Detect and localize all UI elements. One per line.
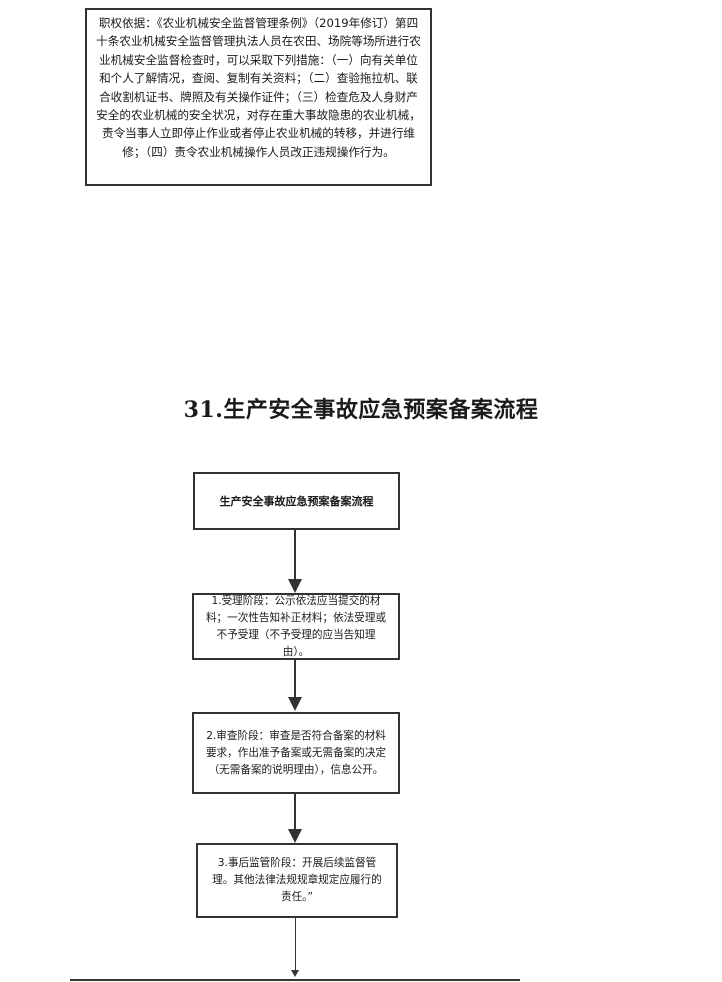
arrow-1-head bbox=[288, 579, 302, 593]
legal-basis-box: 职权依据：《农业机械安全监督管理条例》（2019年修订）第四十条农业机械安全监督… bbox=[85, 8, 432, 186]
flow-step-review-text: 2.审查阶段：审查是否符合备案的材料要求，作出准予备案或无需备案的决定（无需备案… bbox=[205, 729, 387, 776]
arrow-2-head bbox=[288, 697, 302, 711]
legal-basis-text: 职权依据：《农业机械安全监督管理条例》（2019年修订）第四十条农业机械安全监督… bbox=[96, 16, 421, 159]
arrow-1-line bbox=[294, 530, 296, 582]
flow-start-node: 生产安全事故应急预案备案流程 bbox=[193, 472, 400, 530]
arrow-2-line bbox=[294, 660, 296, 700]
flow-step-accept-text: 1.受理阶段：公示依法应当提交的材料；一次性告知补正材料；依法受理或不予受理（不… bbox=[205, 594, 387, 658]
flow-start-label: 生产安全事故应急预案备案流程 bbox=[219, 494, 374, 508]
section-title: 31.生产安全事故应急预案备案流程 bbox=[183, 397, 539, 423]
flow-step-accept: 1.受理阶段：公示依法应当提交的材料；一次性告知补正材料；依法受理或不予受理（不… bbox=[192, 593, 400, 660]
arrow-3-head bbox=[288, 829, 302, 843]
arrow-3-line bbox=[294, 794, 296, 832]
arrow-4-head bbox=[291, 970, 299, 977]
flow-step-supervision: 3.事后监管阶段：开展后续监督管理。其他法律法规规章规定应履行的责任。” bbox=[196, 843, 398, 918]
bottom-divider bbox=[70, 979, 520, 981]
arrow-4-line bbox=[295, 918, 296, 972]
flow-step-review: 2.审查阶段：审查是否符合备案的材料要求，作出准予备案或无需备案的决定（无需备案… bbox=[192, 712, 400, 794]
flow-step-supervision-text: 3.事后监管阶段：开展后续监督管理。其他法律法规规章规定应履行的责任。” bbox=[212, 857, 382, 903]
